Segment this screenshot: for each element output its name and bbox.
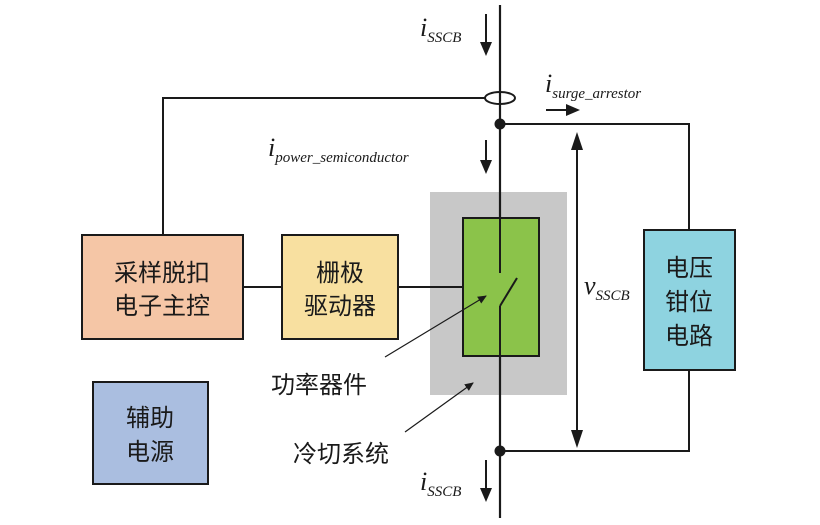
- sampling-control-block: [81, 234, 244, 340]
- i-top-arrow-icon: [480, 14, 492, 56]
- voltage-clamp-label-line1: 电压: [665, 254, 713, 282]
- aux-power-block: [92, 381, 209, 485]
- cooling-leader: [404, 382, 474, 433]
- sampling-label-line2: 电子主控: [114, 292, 210, 320]
- annotation-cooling-system: 冷切系统: [293, 440, 389, 468]
- i-semi-arrow-icon: [480, 140, 492, 174]
- clamp-branch-top: [500, 123, 690, 230]
- gate-driver-label-line2: 驱动器: [304, 292, 376, 320]
- clamp-branch-bottom: [500, 370, 690, 452]
- aux-power-label-line1: 辅助: [126, 404, 174, 432]
- i-surge-arrow-icon: [546, 104, 580, 116]
- label-i-surge-arrestor: isurge_arrestor: [545, 69, 641, 102]
- voltage-arrow-head-top: [571, 132, 583, 150]
- voltage-clamp-label-line3: 电路: [665, 322, 713, 350]
- switch-contact-icon: [499, 277, 518, 307]
- gate-driver-label-line1: 栅极: [316, 259, 364, 287]
- sampling-label-line1: 采样脱扣: [114, 259, 210, 287]
- sensor-feedback-line: [162, 97, 485, 235]
- label-i-sscb-bottom: iSSCB: [420, 467, 461, 500]
- label-i-power-semiconductor: ipower_semiconductor: [268, 133, 409, 166]
- label-i-sscb-top: iSSCB: [420, 13, 461, 46]
- annotation-power-device: 功率器件: [271, 371, 367, 399]
- voltage-clamp-label-line2: 钳位: [665, 288, 713, 316]
- i-bottom-arrow-icon: [480, 460, 492, 502]
- voltage-clamp-block: [643, 229, 736, 371]
- voltage-arrow-head-bottom: [571, 430, 583, 448]
- aux-power-label-line2: 电源: [126, 438, 174, 466]
- gate-driver-block: [281, 234, 399, 340]
- power-device-leader: [384, 295, 487, 358]
- label-v-sscb: vSSCB: [584, 271, 630, 304]
